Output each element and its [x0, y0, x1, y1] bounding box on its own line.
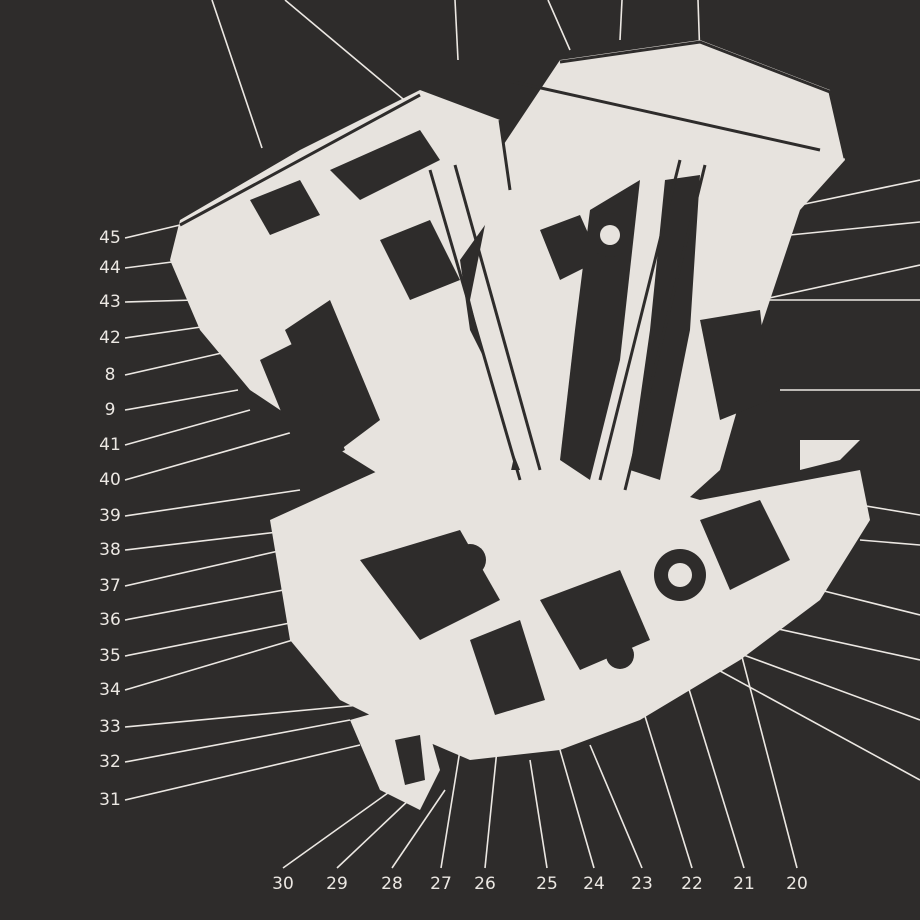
leader-line-top-3: [454, 0, 459, 61]
leader-line-top-1: [211, 0, 263, 149]
leader-line-right-2: [789, 221, 920, 236]
leader-line-24: [559, 749, 595, 869]
leader-line-28: [391, 789, 446, 869]
callout-label-41: 41: [99, 435, 121, 455]
leader-line-37: [124, 544, 306, 587]
v-twin-engine-diagram-icon: [170, 40, 870, 810]
leader-line-33: [124, 704, 361, 728]
leader-line-right-11: [699, 659, 920, 781]
leader-line-22: [639, 699, 693, 869]
leader-line-right-3: [759, 264, 920, 301]
leader-line-right-10: [729, 649, 920, 721]
callout-label-38: 38: [99, 540, 121, 560]
callout-label-31: 31: [99, 790, 121, 810]
callout-label-9: 9: [105, 400, 116, 420]
leader-line-25: [529, 759, 548, 869]
leader-line-23: [589, 744, 643, 869]
leader-line-38: [124, 529, 296, 551]
callout-label-25: 25: [536, 874, 558, 894]
leader-line-32: [124, 719, 351, 763]
leader-line-right-1: [799, 179, 920, 206]
leader-line-21: [679, 659, 745, 869]
callout-label-43: 43: [99, 292, 121, 312]
callout-label-21: 21: [733, 874, 755, 894]
callout-label-8: 8: [105, 365, 116, 385]
callout-label-30: 30: [272, 874, 294, 894]
callout-label-20: 20: [786, 874, 808, 894]
leader-line-9: [124, 389, 239, 411]
leader-line-27: [440, 749, 461, 869]
leader-line-41: [124, 409, 251, 446]
callout-label-45: 45: [99, 228, 121, 248]
callout-label-33: 33: [99, 717, 121, 737]
callout-label-35: 35: [99, 646, 121, 666]
leader-line-45: [124, 224, 181, 239]
leader-line-40: [124, 429, 301, 481]
leader-line-right-9: [759, 624, 920, 661]
callout-label-32: 32: [99, 752, 121, 772]
callout-label-42: 42: [99, 328, 121, 348]
callout-label-27: 27: [430, 874, 452, 894]
leader-line-top-4: [547, 0, 571, 51]
callout-label-23: 23: [631, 874, 653, 894]
callout-label-37: 37: [99, 576, 121, 596]
callout-label-40: 40: [99, 470, 121, 490]
leader-line-39: [124, 489, 301, 517]
leader-line-top-5: [619, 0, 623, 41]
callout-label-22: 22: [681, 874, 703, 894]
leader-line-44: [124, 261, 173, 269]
leader-line-35: [124, 619, 306, 657]
leader-line-43: [124, 299, 196, 303]
callout-label-39: 39: [99, 506, 121, 526]
leader-line-8: [124, 349, 236, 376]
callout-numbers: 45 44 43 42 8 9 41 40 39 38 37 36 35 34 33 32 31 30 29 28 27…: [99, 228, 808, 894]
callout-label-29: 29: [326, 874, 348, 894]
leader-line-31: [124, 744, 361, 801]
callout-label-44: 44: [99, 258, 121, 278]
callout-label-34: 34: [99, 680, 121, 700]
leader-line-36: [124, 584, 311, 621]
callout-label-24: 24: [583, 874, 605, 894]
callout-label-26: 26: [474, 874, 496, 894]
callout-label-36: 36: [99, 610, 121, 630]
leader-line-right-8: [819, 589, 920, 616]
leader-line-right-7: [859, 539, 920, 546]
leader-line-20: [734, 629, 798, 869]
callout-label-28: 28: [381, 874, 403, 894]
